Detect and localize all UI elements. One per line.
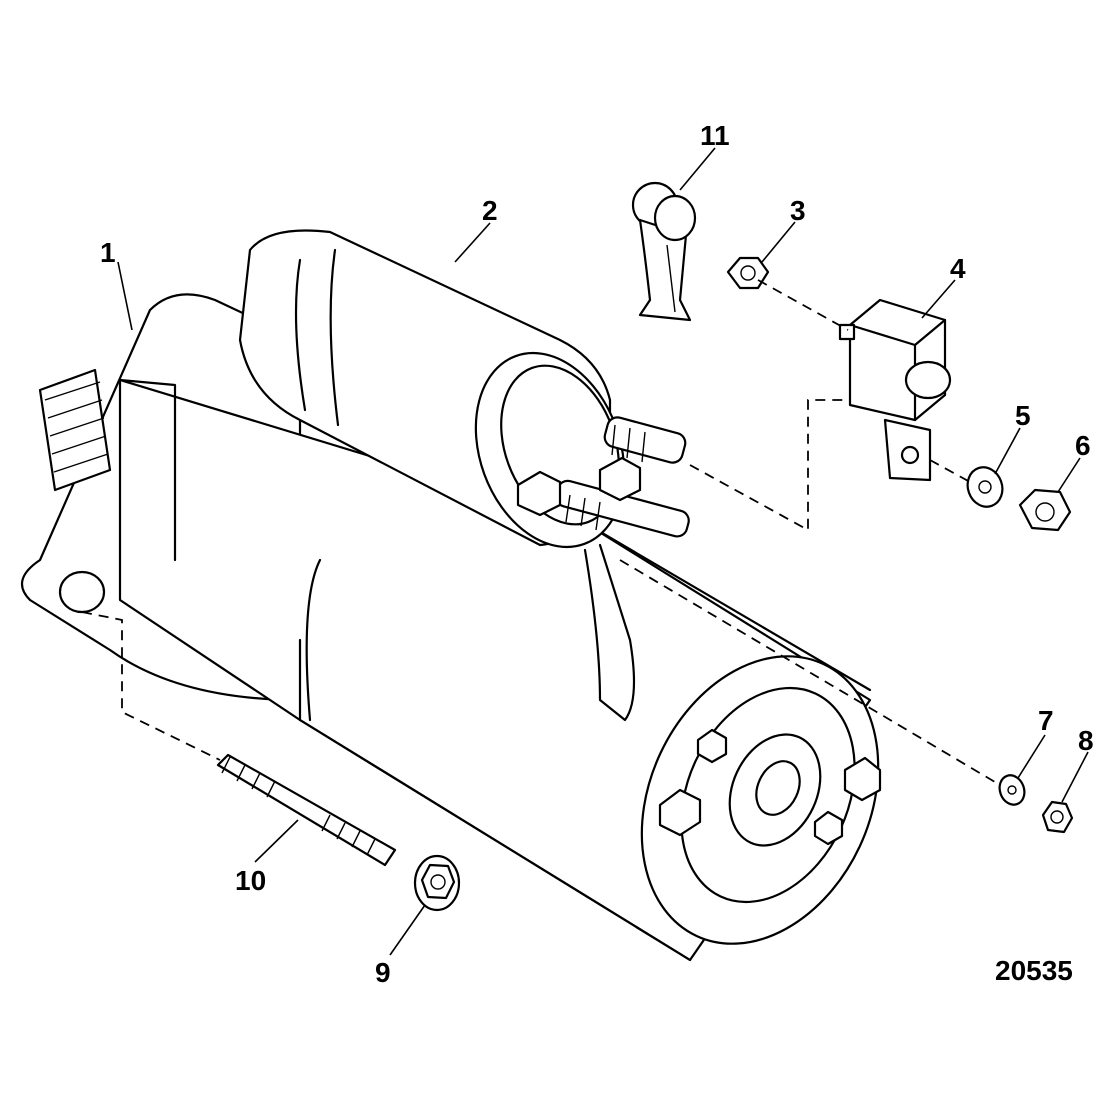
starter-motor-body: [20, 293, 882, 962]
pinion-gear: [38, 368, 112, 492]
assembly-lines: [81, 279, 1001, 786]
washer: [966, 466, 1004, 508]
callout-7: 7: [1038, 705, 1054, 736]
callout-2: 2: [482, 195, 498, 226]
callout-5: 5: [1015, 400, 1031, 431]
callout-leaders: [117, 147, 1089, 956]
callout-6: 6: [1075, 430, 1091, 461]
stud: [216, 753, 397, 867]
solenoid: [238, 229, 690, 549]
washer-small: [998, 774, 1026, 806]
terminal-boot: [631, 181, 697, 322]
terminal-block: [838, 298, 952, 482]
callout-4: 4: [950, 253, 966, 284]
solenoid-terminal-studs: [516, 416, 690, 538]
callout-3: 3: [790, 195, 806, 226]
callout-8: 8: [1078, 725, 1094, 756]
figure-number: 20535: [995, 955, 1073, 986]
flange-nut: [413, 854, 461, 912]
callout-10: 10: [235, 865, 266, 896]
hex-nut: [1018, 488, 1072, 532]
callout-11: 11: [700, 120, 730, 151]
nut: [726, 256, 770, 290]
callout-9: 9: [375, 957, 391, 988]
callout-labels: 1 2 3 4 5 6 7 8 9 10 11 20535: [100, 120, 1094, 988]
nut-small: [1041, 800, 1074, 834]
callout-1: 1: [100, 237, 116, 268]
